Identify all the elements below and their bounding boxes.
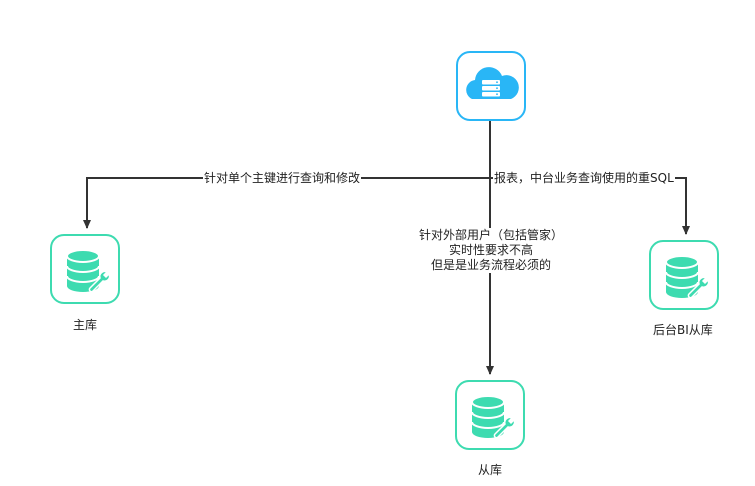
edge-label-to-bi: 报表，中台业务查询使用的重SQL — [493, 171, 675, 186]
database-wrench-icon — [665, 255, 710, 299]
server-node[interactable] — [456, 51, 526, 121]
edge-label-to-slave-line-1: 针对外部用户（包括管家） — [418, 228, 563, 242]
master-db-label: 主库 — [72, 318, 99, 333]
database-wrench-icon — [471, 395, 516, 439]
edge-to-bi — [490, 177, 690, 235]
slave-db-label: 从库 — [477, 463, 504, 478]
edge-label-to-master: 针对单个主键进行查询和修改 — [203, 171, 362, 186]
database-wrench-icon — [66, 249, 111, 293]
bi-slave-db-label: 后台BI从库 — [652, 323, 714, 338]
edge-label-to-slave-line-3: 但是是业务流程必须的 — [430, 258, 551, 272]
bi-slave-db-node[interactable] — [649, 240, 719, 310]
master-db-node[interactable] — [50, 234, 120, 304]
slave-db-node[interactable] — [455, 380, 525, 450]
edge-label-to-slave-line-2: 实时性要求不高 — [448, 243, 533, 257]
cloud-server-icon — [466, 67, 519, 99]
edge-label-to-slave: 针对外部用户（包括管家） 实时性要求不高 但是是业务流程必须的 — [412, 228, 570, 273]
